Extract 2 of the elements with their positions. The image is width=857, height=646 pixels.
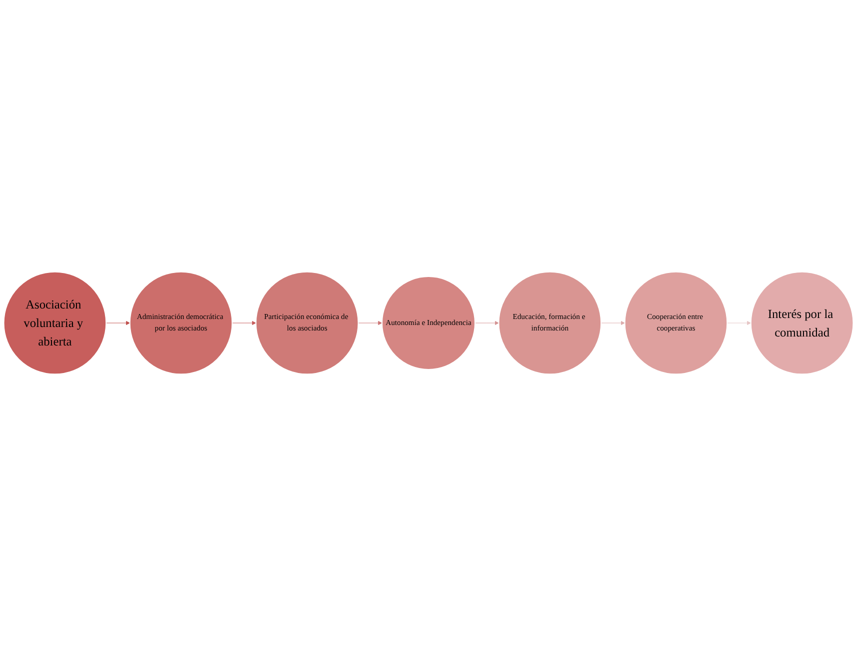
- node-circle: Interés por la comunidad: [750, 271, 854, 375]
- node-circle: Asociación voluntaria y abierta: [3, 271, 107, 375]
